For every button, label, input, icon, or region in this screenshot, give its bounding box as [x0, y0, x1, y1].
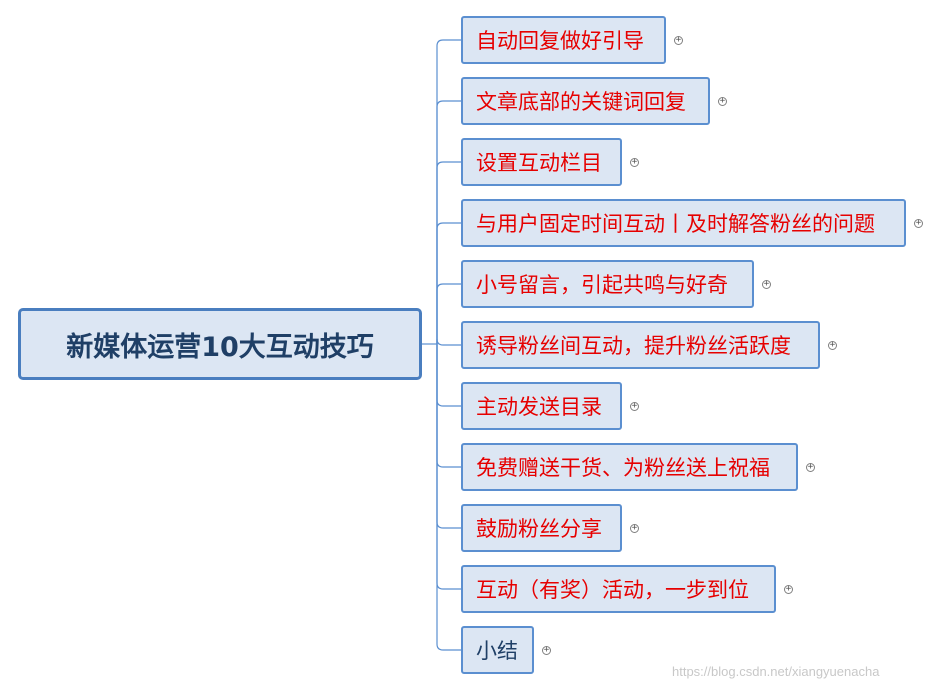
branch-connector [436, 338, 461, 346]
root-topic-label: 新媒体运营10大互动技巧 [66, 331, 374, 363]
expand-toggle-icon[interactable]: + [806, 462, 815, 472]
branch-topic[interactable]: 自动回复做好引导 [461, 16, 666, 64]
expand-toggle-icon[interactable]: + [542, 645, 551, 655]
branch-topic-label: 设置互动栏目 [476, 151, 602, 175]
branch-topic[interactable]: 互动（有奖）活动，一步到位 [461, 565, 776, 613]
branch-topic-label: 自动回复做好引导 [476, 29, 644, 53]
branch-topic-label: 互动（有奖）活动，一步到位 [476, 578, 749, 602]
expand-toggle-icon[interactable]: + [630, 157, 639, 167]
expand-toggle-icon[interactable]: + [784, 584, 793, 594]
expand-toggle-icon[interactable]: + [674, 35, 683, 45]
branch-connector [436, 344, 461, 651]
branch-topic-label: 主动发送目录 [476, 395, 602, 419]
branch-topic[interactable]: 文章底部的关键词回复 [461, 77, 710, 125]
branch-topic-label: 免费赠送干货、为粉丝送上祝福 [476, 456, 770, 480]
branch-connector [436, 222, 461, 344]
expand-toggle-icon[interactable]: + [762, 279, 771, 289]
branch-topic[interactable]: 设置互动栏目 [461, 138, 622, 186]
branch-connector [436, 39, 461, 344]
branch-connector [436, 344, 461, 407]
branch-topic[interactable]: 小结 [461, 626, 534, 674]
branch-topic-label: 鼓励粉丝分享 [476, 517, 602, 541]
expand-toggle-icon[interactable]: + [630, 401, 639, 411]
branch-topic-label: 小号留言，引起共鸣与好奇 [476, 273, 728, 297]
branch-connector [436, 344, 461, 529]
branch-topic[interactable]: 鼓励粉丝分享 [461, 504, 622, 552]
branch-topic[interactable]: 免费赠送干货、为粉丝送上祝福 [461, 443, 798, 491]
branch-connector [436, 161, 461, 344]
branch-connector [436, 283, 461, 344]
branch-topic[interactable]: 主动发送目录 [461, 382, 622, 430]
expand-toggle-icon[interactable]: + [718, 96, 727, 106]
branch-topic-label: 文章底部的关键词回复 [476, 90, 686, 114]
root-topic[interactable]: 新媒体运营10大互动技巧 [18, 308, 422, 380]
branch-topic[interactable]: 与用户固定时间互动丨及时解答粉丝的问题 [461, 199, 906, 247]
expand-toggle-icon[interactable]: + [630, 523, 639, 533]
branch-topic-label: 小结 [476, 639, 518, 663]
branch-topic-label: 与用户固定时间互动丨及时解答粉丝的问题 [476, 212, 875, 236]
branch-connector [436, 100, 461, 344]
expand-toggle-icon[interactable]: + [828, 340, 837, 350]
branch-topic[interactable]: 诱导粉丝间互动，提升粉丝活跃度 [461, 321, 820, 369]
branch-topic[interactable]: 小号留言，引起共鸣与好奇 [461, 260, 754, 308]
expand-toggle-icon[interactable]: + [914, 218, 923, 228]
watermark: https://blog.csdn.net/xiangyuenacha [672, 664, 880, 679]
branch-topic-label: 诱导粉丝间互动，提升粉丝活跃度 [476, 334, 791, 358]
